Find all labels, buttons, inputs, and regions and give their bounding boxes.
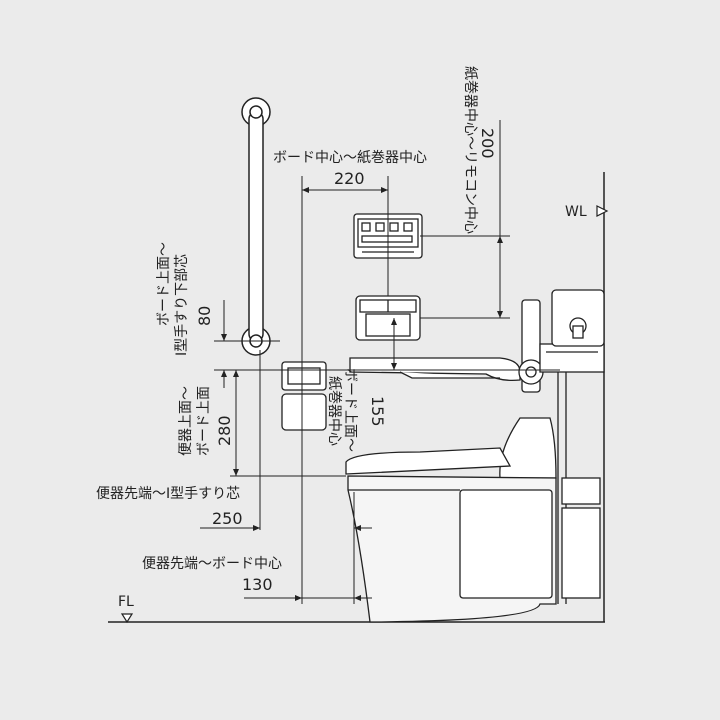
floor-level-icon	[120, 613, 134, 624]
label-toilet-top-to-board-1: 便器上面～	[178, 386, 194, 456]
dim-80: 80	[195, 306, 214, 326]
wall-level-icon	[596, 205, 609, 217]
floor-label: FL	[118, 594, 134, 610]
i-type-grab-rail	[241, 97, 271, 356]
dim-130: 130	[242, 575, 273, 594]
dim-280: 280	[215, 415, 234, 446]
board-item	[281, 361, 327, 431]
label-toilet-front-to-rail: 便器先端～I型手すり芯	[96, 486, 240, 502]
dim-220: 220	[334, 169, 365, 188]
wall-bracket	[551, 289, 605, 604]
dim-155: 155	[368, 396, 387, 427]
label-board-top-to-paper-1: ボード上面～	[342, 368, 358, 452]
paper-holder	[355, 295, 421, 341]
wall-label: WL	[565, 204, 587, 220]
dim-200: 200	[478, 128, 497, 159]
label-paper-to-remote: 紙巻器中心～リモコン中心	[462, 66, 478, 234]
toilet-bowl	[345, 417, 557, 623]
label-toilet-top-to-board-2: ボード上面	[196, 386, 212, 456]
label-board-top-to-rail-1: ボード上面～	[156, 242, 172, 326]
label-board-top-to-paper-2: 紙巻器中心	[326, 376, 342, 446]
label-toilet-front-to-board: 便器先端～ボード中心	[142, 556, 282, 572]
dim-250: 250	[212, 509, 243, 528]
label-board-to-paper: ボード中心～紙巻器中心	[273, 150, 427, 166]
label-board-top-to-rail-2: I型手すり下部芯	[174, 254, 190, 356]
